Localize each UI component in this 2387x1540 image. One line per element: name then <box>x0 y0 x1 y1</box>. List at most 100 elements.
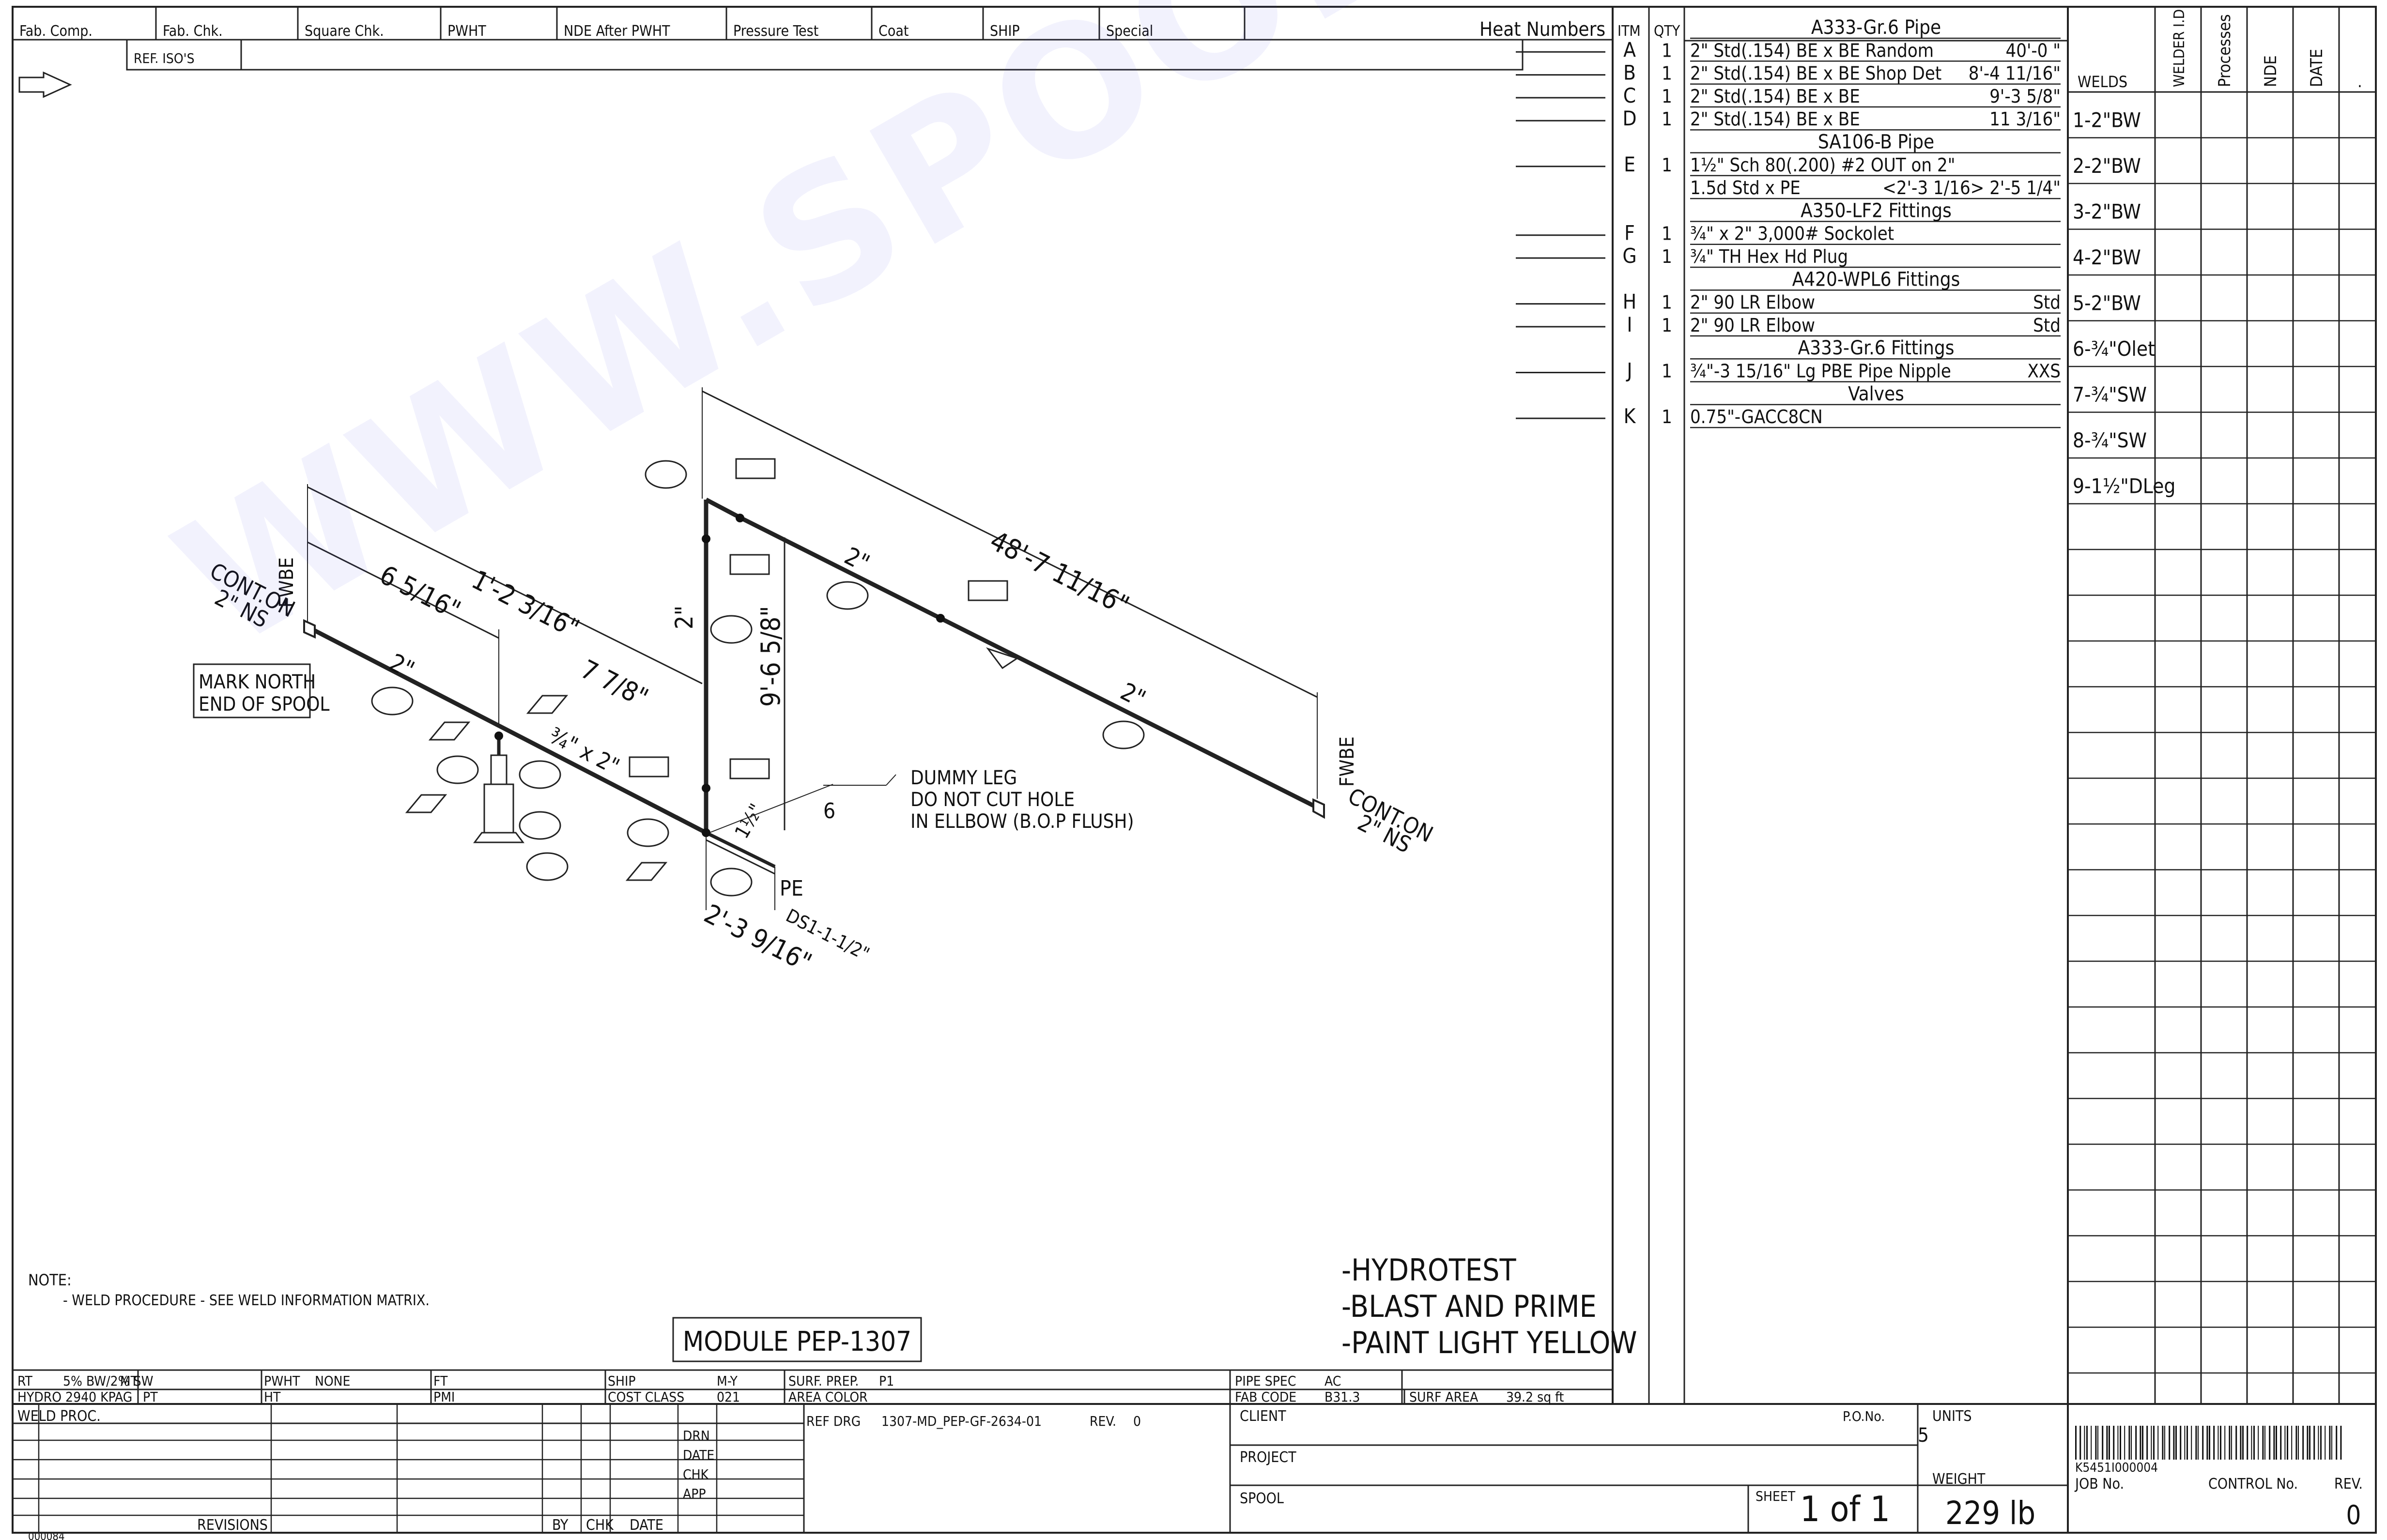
drn-label: DRN <box>683 1428 710 1444</box>
dim-1-2-3-16: 1'-2 3/16" <box>467 564 584 644</box>
pwht-label: PWHT <box>264 1373 300 1389</box>
item-bubble-I <box>627 818 669 847</box>
weld-entry-9: 9-1½"DLeg <box>2073 474 2175 498</box>
dim-row-line <box>307 486 703 685</box>
ref-drg-value: 1307-MD_PEP-GF-2634-01 <box>881 1413 1042 1429</box>
chk-label: CHK <box>683 1466 709 1482</box>
weld-tag-3 <box>729 554 770 575</box>
area-color-label: AREA COLOR <box>788 1389 868 1405</box>
barcode-text: K5451I000004 <box>2075 1461 2158 1475</box>
revisions-label: REVISIONS <box>197 1517 268 1534</box>
bom-size-B: 8'-4 11/16" <box>1969 63 2061 84</box>
ref-drg-label: REF DRG <box>806 1413 861 1429</box>
bom-size-H: Std <box>2033 292 2061 313</box>
header-field-2: Fab. Chk. <box>163 23 223 40</box>
item-bubble-G <box>526 852 569 881</box>
note-text: - WELD PROCEDURE - SEE WELD INFORMATION … <box>63 1292 430 1309</box>
fab-code-label: FAB CODE <box>1235 1389 1296 1405</box>
bom-itm-H: H <box>1623 290 1636 314</box>
cont-left-end <box>303 619 316 639</box>
pipe-spec-value: AC <box>1324 1373 1341 1389</box>
dummy-leader <box>709 784 833 833</box>
surf-prep-label: SURF. PREP. <box>788 1373 859 1389</box>
weight-value: 229 lb <box>1945 1494 2035 1532</box>
weld-entry-2: 2-2"BW <box>2073 154 2141 178</box>
item-bubble-J <box>436 755 479 784</box>
bom-qty-D: 1 <box>1662 108 1672 130</box>
bom-group-5: SA106-B Pipe <box>1818 131 1934 153</box>
units-value: 5 <box>1918 1424 1929 1447</box>
weight-label: WEIGHT <box>1932 1471 1986 1488</box>
pipe-size-leg: 1½" <box>731 800 768 842</box>
instr-hydrotest: -HYDROTEST <box>1341 1252 1516 1288</box>
dummy-leader-3 <box>886 774 896 786</box>
nde-header: NDE <box>2261 55 2280 87</box>
item-bubble-A <box>1102 720 1145 749</box>
bom-desc-A: 2" Std(.154) BE x BE Random <box>1690 40 1934 61</box>
weld-dot-4 <box>702 828 710 837</box>
mt-label: MT <box>120 1373 139 1389</box>
fwbe-right: FWBE <box>1336 736 1358 787</box>
header-field-1: Fab. Comp. <box>19 23 92 40</box>
rt-value: 5% BW/2% SW <box>63 1373 154 1389</box>
bom-qty-K: 1 <box>1662 406 1672 427</box>
rev-value: 0 <box>1133 1413 1141 1429</box>
weld-dot-3 <box>702 784 710 793</box>
surf-area-value: 39.2 sq ft <box>1506 1389 1564 1405</box>
weld-tag-4 <box>729 758 770 779</box>
bom-desc-B: 2" Std(.154) BE x BE Shop Det <box>1690 63 1941 84</box>
item-bubble-B <box>826 581 869 610</box>
bom-size-D: 11 3/16" <box>1989 108 2061 130</box>
ref-isos-label: REF. ISO'S <box>134 50 195 66</box>
weld-tag-6 <box>526 695 569 714</box>
weld-entry-5: 5-2"BW <box>2073 291 2141 315</box>
itm-header: ITM <box>1617 23 1641 40</box>
sheet-label: SHEET <box>1756 1488 1796 1504</box>
weld-tag-9 <box>625 862 668 881</box>
elbow-h-stub <box>705 498 742 520</box>
bom-group-11: A420-WPL6 Fittings <box>1792 268 1960 290</box>
client-label: CLIENT <box>1240 1408 1286 1425</box>
plug-g <box>473 832 524 843</box>
bom-size-I: Std <box>2033 315 2061 336</box>
weld-dot-5 <box>702 534 710 543</box>
date-header: DATE <box>2307 49 2326 87</box>
header-field-6: Pressure Test <box>733 23 818 40</box>
by-label: BY <box>552 1517 569 1534</box>
units-label: UNITS <box>1932 1408 1972 1425</box>
bom-qty-C: 1 <box>1662 86 1672 107</box>
header-field-7: Coat <box>878 23 909 40</box>
dummy-leg-line3: IN ELLBOW (B.O.P FLUSH) <box>910 810 1134 833</box>
bom-desc-H: 2" 90 LR Elbow <box>1690 292 1815 313</box>
pe-label: PE <box>780 876 803 901</box>
hydro-label: HYDRO 2940 KPAG <box>17 1389 132 1405</box>
module-label: MODULE PEP-1307 <box>683 1326 911 1357</box>
bom-qty-I: 1 <box>1662 315 1672 336</box>
chk2-label: CHK <box>586 1517 614 1534</box>
weld-tag-1 <box>968 580 1008 601</box>
weld-tag-8 <box>405 794 447 813</box>
bom-itm-J: J <box>1626 359 1632 382</box>
dummy-leg-pipe-top <box>705 831 776 869</box>
item-bubble-D <box>371 686 414 716</box>
bom-group-8: A350-LF2 Fittings <box>1801 199 1952 222</box>
dim-overall: 48'-7 11/16" <box>985 525 1134 622</box>
date-label: DATE <box>683 1447 714 1463</box>
sheet-border <box>12 6 2377 1534</box>
project-label: PROJECT <box>1240 1449 1296 1466</box>
weld-tag-7 <box>428 721 471 741</box>
pipe-b-a <box>739 516 1319 810</box>
barcode <box>2075 1426 2342 1460</box>
bom-group-0: A333-Gr.6 Pipe <box>1811 16 1941 39</box>
pipe-spec-label: PIPE SPEC <box>1235 1373 1296 1389</box>
weld-proc-label: WELD PROC. <box>17 1408 101 1425</box>
bom-desc-J: ¾"-3 15/16" Lg PBE Pipe Nipple <box>1690 361 1951 382</box>
weld-entry-4: 4-2"BW <box>2073 245 2141 269</box>
bom-itm-I: I <box>1627 313 1632 336</box>
item-bubble-C <box>710 615 753 644</box>
bom-qty-H: 1 <box>1662 292 1672 313</box>
bom-itm-B: B <box>1623 61 1636 85</box>
bom-desc-cont: 1.5d Std x PE <box>1690 177 1801 198</box>
bom-size-cont: <2'-3 1/16> 2'-5 1/4" <box>1882 177 2061 198</box>
bom-desc-I: 2" 90 LR Elbow <box>1690 315 1815 336</box>
